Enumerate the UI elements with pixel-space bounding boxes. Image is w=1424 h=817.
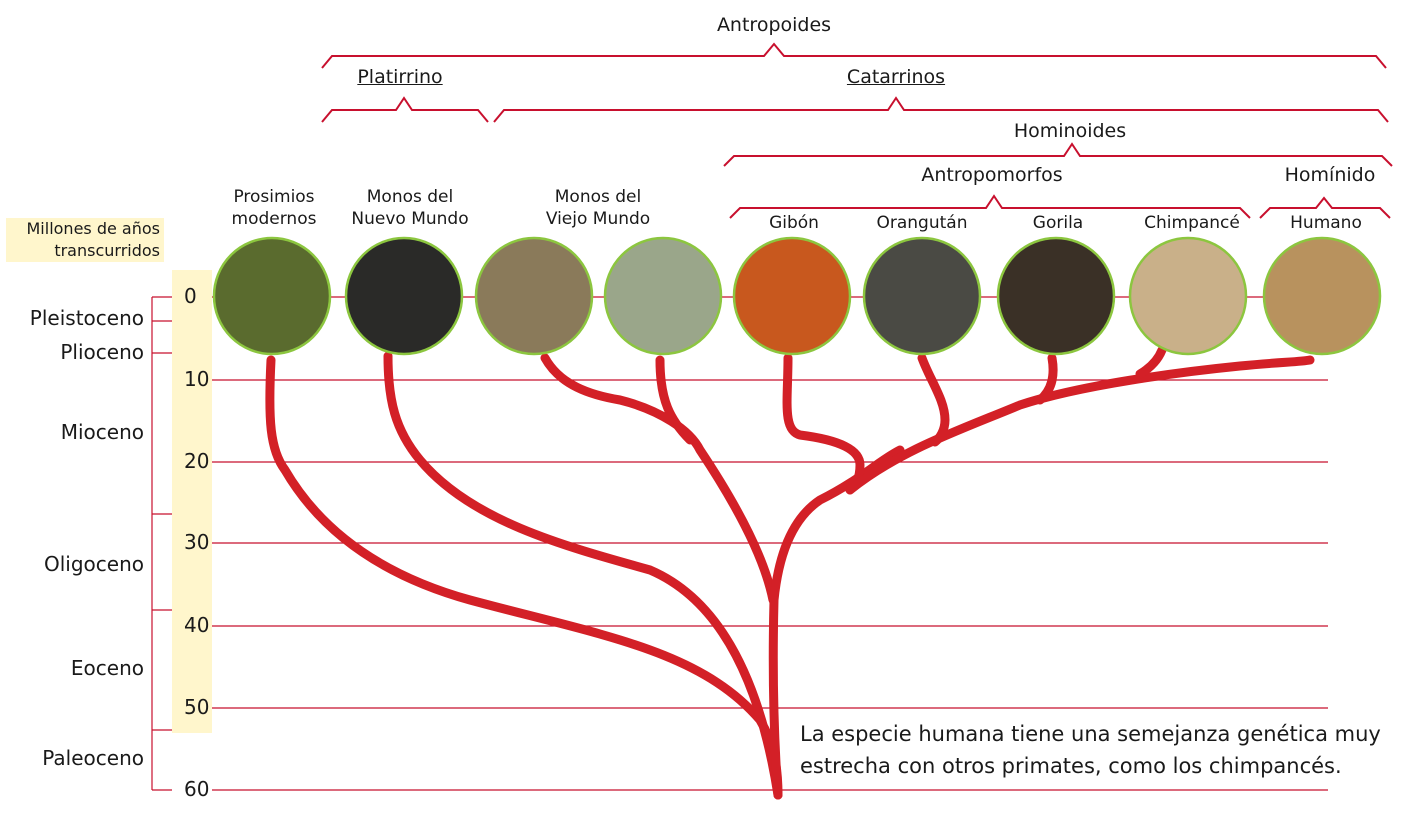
tick-20: 20 (184, 449, 214, 473)
label-platirrino: Platirrino (357, 66, 442, 88)
label-antropomorfos: Antropomorfos (921, 164, 1062, 186)
photo-chimpance (1130, 238, 1246, 354)
axis-title: Millones de años transcurridos (6, 218, 164, 262)
photo-viejo-mundo-1 (476, 238, 592, 354)
bracket-antropoides (322, 44, 1386, 68)
taxon-label-gibon: Gibón (769, 212, 819, 234)
photo-gorila (998, 238, 1114, 354)
taxon-label-gorila: Gorila (1033, 212, 1083, 234)
label-hominido: Homínido (1285, 164, 1376, 186)
photo-orangutan (864, 238, 980, 354)
bracket-hominoides (724, 144, 1392, 166)
tick-40: 40 (184, 613, 214, 637)
photo-prosimios (214, 238, 330, 354)
epoch-eoceno: Eoceno (71, 656, 144, 680)
tick-0: 0 (184, 284, 214, 308)
taxon-label-prosimios: Prosimios modernos (232, 186, 317, 230)
label-catarrinos: Catarrinos (847, 66, 945, 88)
bracket-platirrino (322, 98, 488, 122)
epoch-mioceno: Mioceno (61, 420, 144, 444)
time-axis-band (172, 270, 212, 733)
taxon-label-orangutan: Orangután (877, 212, 968, 234)
tick-30: 30 (184, 530, 214, 554)
taxon-label-humano: Humano (1290, 212, 1362, 234)
photo-humano (1264, 238, 1380, 354)
bracket-catarrinos (494, 98, 1388, 122)
branch-gorila (1040, 358, 1053, 400)
tick-60: 60 (184, 777, 214, 801)
branch-prosimios (270, 360, 778, 795)
branch-orangutan (922, 358, 945, 442)
taxon-label-chimpance: Chimpancé (1144, 212, 1240, 234)
epoch-pleistoceno: Pleistoceno (30, 306, 144, 330)
tick-10: 10 (184, 367, 214, 391)
epoch-oligoceno: Oligoceno (44, 552, 144, 576)
branch-gibon (787, 358, 860, 490)
branch-chimpance (1140, 350, 1162, 374)
epoch-paleoceno: Paleoceno (42, 746, 144, 770)
tick-50: 50 (184, 695, 214, 719)
epoch-brackets (152, 297, 172, 790)
taxon-label-nuevo-mundo: Monos del Nuevo Mundo (351, 186, 468, 230)
branch-nuevo-mundo (388, 356, 778, 795)
label-antropoides: Antropoides (717, 14, 831, 36)
photo-circles (214, 238, 1380, 354)
epoch-plioceno: Plioceno (60, 340, 144, 364)
photo-nuevo-mundo (346, 238, 462, 354)
photo-gibon (734, 238, 850, 354)
label-hominoides: Hominoides (1014, 120, 1126, 142)
caption-note: La especie humana tiene una semejanza ge… (800, 718, 1420, 782)
taxon-label-viejo-mundo: Monos del Viejo Mundo (546, 186, 650, 230)
photo-viejo-mundo-2 (605, 238, 721, 354)
